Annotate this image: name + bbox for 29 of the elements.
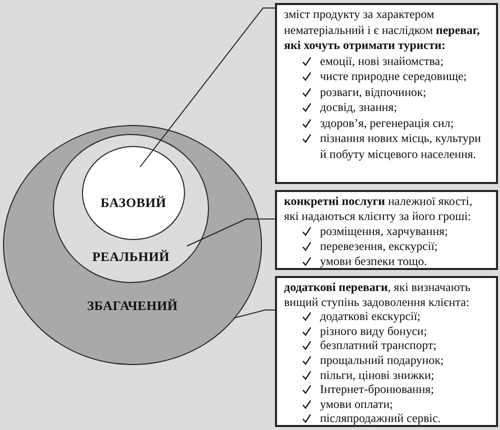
description-text: конкретні послуги належної якості, які надаються клієнту за його гроші: (284, 194, 474, 224)
leader-line (234, 310, 276, 318)
level-label: ЗБАГАЧЕНИЙ (87, 297, 178, 315)
text-box (275, 276, 498, 427)
leader-line (140, 8, 276, 168)
list-item: здоров’я, регенерація сил; (320, 116, 454, 131)
description-text: зміст продукту за характером нематеріальний і є наслідком переваг, які хочуть отримати туристи: (284, 7, 481, 54)
list-item: чисте природне середовище; (320, 69, 467, 84)
text-box (275, 3, 498, 184)
text-box (275, 190, 498, 270)
list-item: прощальний подарунок; (320, 352, 444, 368)
list-item: перевезення, екскурсії; (320, 239, 438, 254)
list-item: досвід, знання; (320, 100, 398, 116)
list-item: емоції, нові знайомства; (320, 54, 444, 69)
level-label: БАЗОВИЙ (100, 194, 166, 212)
list-item: пізнання нових місць, культури й побуту місцевого населення. (320, 131, 482, 162)
list-item: умови безпеки тощо. (320, 254, 428, 269)
list-item: умови оплати; (320, 396, 393, 412)
level-label: РЕАЛЬНИЙ (92, 248, 170, 266)
list-item: безплатний транспорт; (320, 338, 436, 353)
list-item: Інтернет-бронювання; (320, 382, 434, 397)
list-item: додаткові екскурсії; (320, 309, 421, 324)
list-item: розміщення, харчування; (320, 224, 448, 239)
list-item: розваги, відпочинок; (320, 84, 426, 100)
description-text: додаткові переваги, які визначають вищий ступінь задоволення клієнта: (284, 280, 472, 310)
leader-line (186, 218, 276, 246)
list-item: післяпродажний сервіс. (320, 411, 441, 426)
list-item: пільги, цінові знижки; (320, 368, 434, 382)
list-item: різного виду бонуси; (320, 324, 427, 338)
